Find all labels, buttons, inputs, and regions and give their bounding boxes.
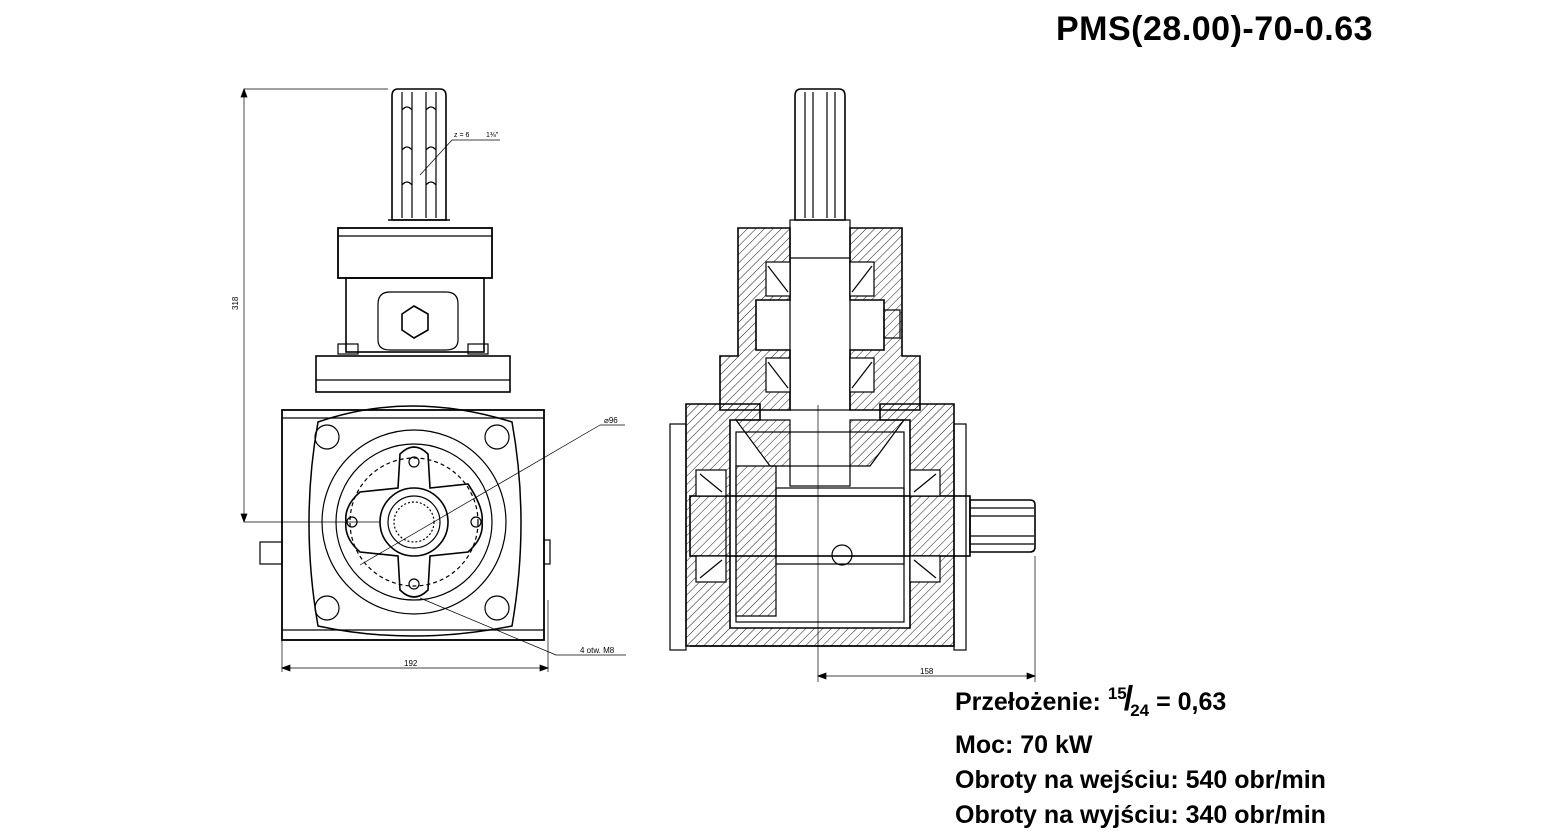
- side-width-dimension: 158: [920, 667, 934, 676]
- holes-label: 4 otw. M8: [580, 646, 615, 655]
- ratio-value: = 0,63: [1156, 688, 1227, 716]
- section-upper-bearings: [765, 261, 901, 393]
- front-width-dimension: 192: [404, 659, 418, 668]
- ratio-line: Przełożenie: 15/24 = 0,63: [955, 676, 1326, 728]
- section-bevel-gears: [734, 419, 906, 617]
- power-line: Moc: 70 kW: [955, 731, 1093, 759]
- section-view: [669, 88, 1036, 651]
- ratio-numerator: 15: [1107, 684, 1127, 703]
- front-view: [259, 88, 551, 641]
- section-input-shaft: [789, 88, 851, 411]
- ratio-label: Przełożenie:: [955, 688, 1101, 716]
- flange-diameter-label: ⌀96: [604, 416, 618, 425]
- section-upper-housing: [719, 227, 921, 411]
- input-speed-line: Obroty na wejściu: 540 obr/min: [955, 766, 1326, 794]
- section-output-shaft: [669, 423, 1036, 651]
- drawing-title: PMS(28.00)-70-0.63: [1056, 10, 1374, 48]
- section-dimensions: [817, 405, 1036, 682]
- front-collar: [315, 355, 511, 393]
- output-speed-line: Obroty na wyjściu: 340 obr/min: [955, 801, 1326, 829]
- front-main-body: [259, 405, 551, 641]
- front-input-shaft: [388, 88, 450, 221]
- ratio-fraction-slash: /: [1123, 680, 1134, 718]
- ratio-denominator: 24: [1130, 701, 1150, 720]
- spline-teeth-label: z = 6: [454, 132, 469, 139]
- spline-size-label: 1⅜": [486, 132, 499, 139]
- front-dimensions: [240, 88, 626, 672]
- height-dimension: 318: [231, 296, 240, 310]
- specifications: Przełożenie: 15/24 = 0,63 Moc: 70 kW Obr…: [955, 676, 1326, 833]
- front-top-housing: [337, 227, 493, 355]
